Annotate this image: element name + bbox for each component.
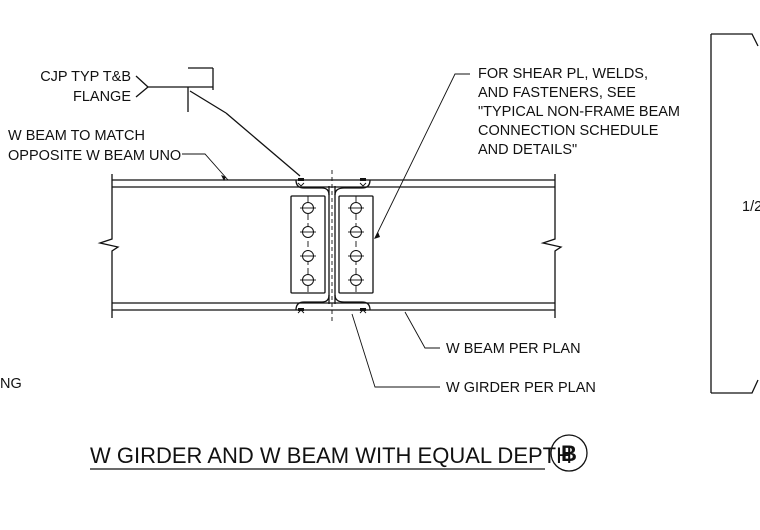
shear-note-line2: AND FASTENERS, SEE <box>478 85 636 101</box>
wbeam-plan-note: W BEAM PER PLAN <box>446 341 581 357</box>
cjp-note-line1: CJP TYP T&B <box>40 69 131 85</box>
detail-title: W GIRDER AND W BEAM WITH EQUAL DEPTH <box>90 443 572 468</box>
wbeam-match-note-line2: OPPOSITE W BEAM UNO <box>8 148 181 164</box>
left-cope-bottom <box>295 294 330 311</box>
right-cope-top <box>334 179 371 196</box>
right-partial-dimension: 1/2 <box>742 199 760 215</box>
top-flange <box>112 179 555 188</box>
cjp-note-line2: FLANGE <box>73 89 131 105</box>
bolt-group-right <box>348 202 364 286</box>
shear-note-line4: CONNECTION SCHEDULE <box>478 123 659 139</box>
left-break-line <box>97 174 120 318</box>
cjp-weld-marks <box>297 178 367 314</box>
left-partial-note: NG <box>0 376 22 392</box>
leader-wbeam-match <box>182 153 229 181</box>
shear-note-line5: AND DETAILS" <box>478 142 577 158</box>
leader-shear-plate <box>374 73 470 239</box>
shear-note-line3: "TYPICAL NON-FRAME BEAM <box>478 104 680 120</box>
bolt-group-left <box>300 202 316 286</box>
bottom-flange <box>112 302 555 311</box>
right-break-line <box>540 174 563 318</box>
weld-symbol <box>135 67 301 177</box>
leader-wbeam-plan <box>404 311 440 349</box>
right-elevation-edge <box>710 33 759 394</box>
right-cope-bottom <box>334 294 371 311</box>
detail-marker-circle <box>550 434 588 472</box>
leader-wgirder-plan <box>351 313 440 388</box>
wbeam-match-note-line1: W BEAM TO MATCH <box>8 128 145 144</box>
leader-arrows <box>221 175 380 239</box>
wgirder-plan-note: W GIRDER PER PLAN <box>446 380 596 396</box>
girder-web <box>328 170 336 322</box>
left-cope-top <box>295 179 330 196</box>
shear-note-line1: FOR SHEAR PL, WELDS, <box>478 66 648 82</box>
plate-centerlines <box>307 196 357 293</box>
detail-marker-letter: B <box>561 441 577 466</box>
